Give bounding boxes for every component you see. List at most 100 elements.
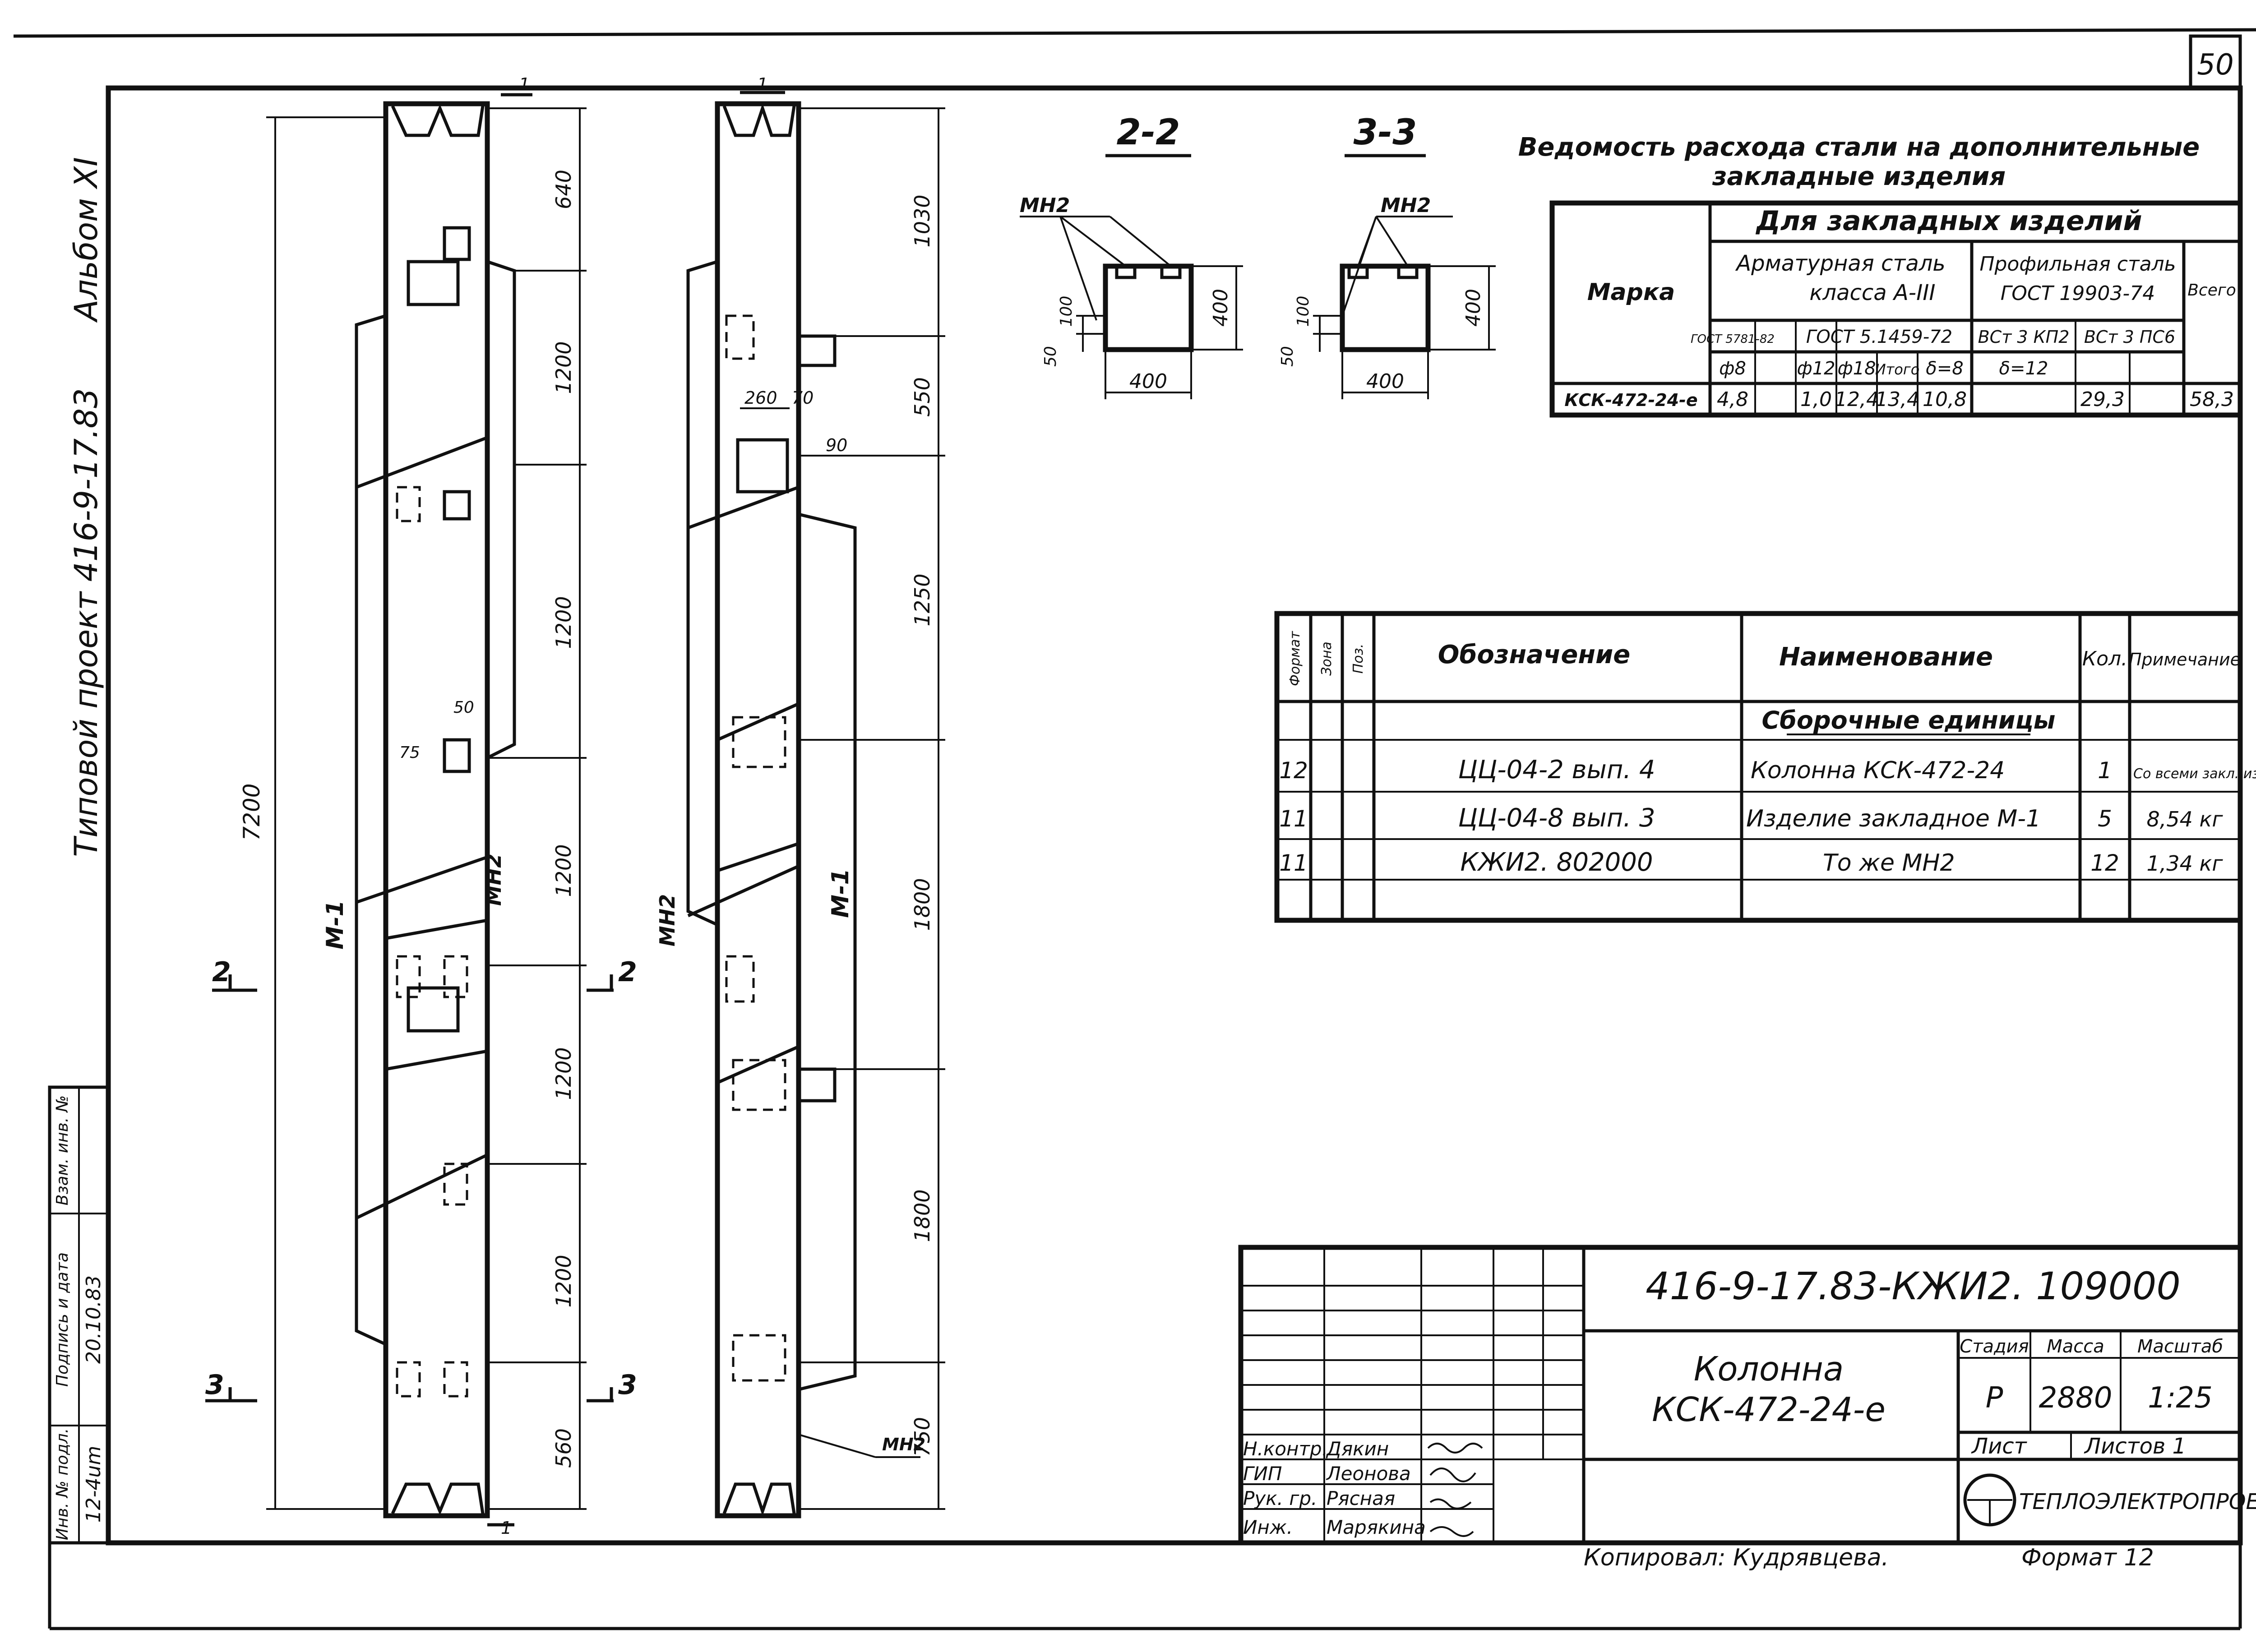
dim-right-3: 1250 xyxy=(910,573,934,626)
section-mark-1-top: 1 xyxy=(519,74,530,94)
steel-diam-5: Итого xyxy=(1875,361,1920,378)
sheet-number: 50 xyxy=(2197,48,2233,82)
footer-format: Формат 12 xyxy=(2021,1544,2154,1571)
steel-row-c4: 12,4 xyxy=(1835,388,1879,411)
label-m1-left: М-1 xyxy=(322,900,349,950)
callout-50: 50 xyxy=(453,698,474,717)
steel-header-profile: Профильная сталь xyxy=(1979,253,2176,276)
spec-row-2: 11 ЦЦ-04-8 вып. 3 Изделие закладное М-1 … xyxy=(1279,803,2223,833)
callout-70: 70 xyxy=(792,388,814,408)
tb-mass: 2880 xyxy=(2039,1381,2113,1415)
label-mn2-right: МН2 xyxy=(655,894,680,946)
section-3-3-width: 400 xyxy=(1366,370,1404,393)
steel-header-rebar: Арматурная сталь xyxy=(1735,251,1945,276)
section-2-2-width: 400 xyxy=(1129,370,1167,393)
steel-diam-4: ф18 xyxy=(1837,358,1876,379)
steel-table-title-1: Ведомость расхода стали на дополнительны… xyxy=(1518,133,2200,162)
steel-header-total: Всего xyxy=(2187,281,2236,300)
steel-table: Ведомость расхода стали на дополнительны… xyxy=(1518,133,2243,418)
section-mark-2-left: 2 xyxy=(212,956,231,988)
tb-org: ТЕПЛОЭЛЕКТРОПРОЕКТ xyxy=(2019,1489,2256,1514)
steel-sub-st2: ВСт 3 ПС6 xyxy=(2084,327,2175,347)
tb-stage: Р xyxy=(1986,1381,2003,1415)
steel-row-c3: 1,0 xyxy=(1800,388,1832,411)
section-2-2-height: 400 xyxy=(1209,289,1232,327)
tb-role-2: ГИП xyxy=(1243,1463,1282,1485)
steel-table-title-2: закладные изделия xyxy=(1712,162,2006,191)
spec-row-3-designation: КЖИ2. 802000 xyxy=(1461,848,1653,877)
album-label: Альбом XI xyxy=(68,157,105,323)
dim-left-6: 1200 xyxy=(551,1255,576,1307)
section-mark-3-left: 3 xyxy=(205,1369,224,1401)
spec-header-note: Примечание xyxy=(2129,650,2241,669)
spec-row-3-qty: 12 xyxy=(2090,850,2119,876)
spec-row-2-qty: 5 xyxy=(2098,806,2112,832)
tb-item-name-1: Колонна xyxy=(1694,1350,1844,1389)
stamp-inv-orig-label: Инв. № подл. xyxy=(53,1428,72,1540)
steel-header-profile-gost: ГОСТ 19903-74 xyxy=(2001,282,2155,305)
dim-left-7: 560 xyxy=(551,1428,576,1468)
steel-row-c5: 13,4 xyxy=(1875,388,1919,411)
steel-sub-gost1: ГОСТ 5781-82 xyxy=(1691,332,1775,346)
tb-role-3: Рук. гр. xyxy=(1243,1487,1317,1509)
tb-sheet-label: Лист xyxy=(1971,1434,2028,1459)
dim-right-6: 750 xyxy=(910,1417,934,1457)
spec-section-title: Сборочные единицы xyxy=(1762,706,2056,734)
section-mark-3-right: 3 xyxy=(618,1369,637,1401)
tb-doc-code: 416-9-17.83-КЖИ2. 109000 xyxy=(1646,1264,2181,1308)
steel-diam-7: δ=12 xyxy=(1999,358,2048,379)
spec-header-format: Формат xyxy=(1287,631,1303,686)
side-stamp: Взам. инв. № Подпись и дата Инв. № подл.… xyxy=(48,1085,110,1545)
steel-diam-3: ф12 xyxy=(1797,358,1835,379)
section-2-2-title: 2-2 xyxy=(1117,112,1180,153)
section-mark-1-bottom: 1 xyxy=(501,1518,512,1538)
tb-col-scale: Масштаб xyxy=(2137,1336,2223,1357)
spec-row-2-name: Изделие закладное М-1 xyxy=(1746,805,2041,832)
steel-header-for-items: Для закладных изделий xyxy=(1755,205,2142,237)
dim-right-5: 1800 xyxy=(910,1189,934,1242)
tb-name-3: Рясная xyxy=(1327,1487,1395,1509)
tb-role-4: Инж. xyxy=(1243,1516,1293,1538)
spec-row-1-note: Со всеми закл. изд. xyxy=(2133,766,2256,782)
spec-row-2-note: 8,54 кг xyxy=(2147,807,2224,831)
spec-row-1-name: Колонна КСК-472-24 xyxy=(1751,757,2005,784)
tb-name-1: Дякин xyxy=(1326,1438,1389,1460)
spec-header-name: Наименование xyxy=(1779,642,1993,672)
stamp-inv-value: 12-4um xyxy=(82,1446,105,1523)
stamp-sign-date-label: Подпись и дата xyxy=(53,1252,72,1387)
steel-row-c6: 10,8 xyxy=(1923,388,1967,411)
column-elevation-1: 7200 640 1200 1200 1200 1200 1200 560 М-… xyxy=(205,74,637,1538)
sheet-top-edge xyxy=(13,28,2256,38)
footer-copied: Копировал: Кудрявцева. xyxy=(1584,1544,1889,1571)
spec-row-2-designation: ЦЦ-04-8 вып. 3 xyxy=(1458,803,1655,833)
steel-row-total: 58,3 xyxy=(2190,388,2234,411)
tb-name-2: Леонова xyxy=(1326,1463,1411,1485)
tb-role-1: Н.контр. xyxy=(1243,1438,1328,1460)
spec-header-zone: Зона xyxy=(1319,641,1335,676)
dim-left-4: 1200 xyxy=(551,844,576,897)
section-3-3-label: МН2 xyxy=(1381,194,1431,217)
callout-75: 75 xyxy=(399,743,420,762)
spec-row-1-designation: ЦЦ-04-2 вып. 4 xyxy=(1458,755,1655,784)
section-3-3-dim-b: 100 xyxy=(1294,296,1313,327)
steel-sub-gost2: ГОСТ 5.1459-72 xyxy=(1806,327,1952,347)
spec-row-3: 11 КЖИ2. 802000 То же МН2 12 1,34 кг xyxy=(1279,848,2223,877)
section-3-3-title: 3-3 xyxy=(1354,112,1417,153)
dim-left-2: 1200 xyxy=(551,341,576,394)
spec-row-3-note: 1,34 кг xyxy=(2147,851,2224,876)
stamp-inv-replace-label: Взам. инв. № xyxy=(53,1095,72,1205)
section-mark-2-right: 2 xyxy=(618,956,637,988)
section-3-3: 3-3 МН2 400 400 50 100 xyxy=(1278,112,1496,399)
stamp-sign-value: 20.10.83 xyxy=(82,1275,105,1364)
section-3-3-height: 400 xyxy=(1462,289,1485,327)
steel-sub-st1: ВСт 3 КП2 xyxy=(1978,327,2070,347)
section-2-2-label: МН2 xyxy=(1020,194,1070,217)
column-elevation-2: 260 70 90 1030 550 1250 1800 1800 750 МН… xyxy=(655,74,945,1518)
tb-name-4: Марякина xyxy=(1327,1516,1426,1538)
section-2-2-dim-a: 50 xyxy=(1041,346,1060,367)
spec-row-1-format: 12 xyxy=(1279,757,1308,784)
dim-left-1: 640 xyxy=(551,170,576,209)
dim-right-4: 1800 xyxy=(910,878,934,931)
tb-sheets-label: Листов 1 xyxy=(2084,1434,2186,1459)
spec-row-3-name: То же МН2 xyxy=(1823,849,1955,877)
